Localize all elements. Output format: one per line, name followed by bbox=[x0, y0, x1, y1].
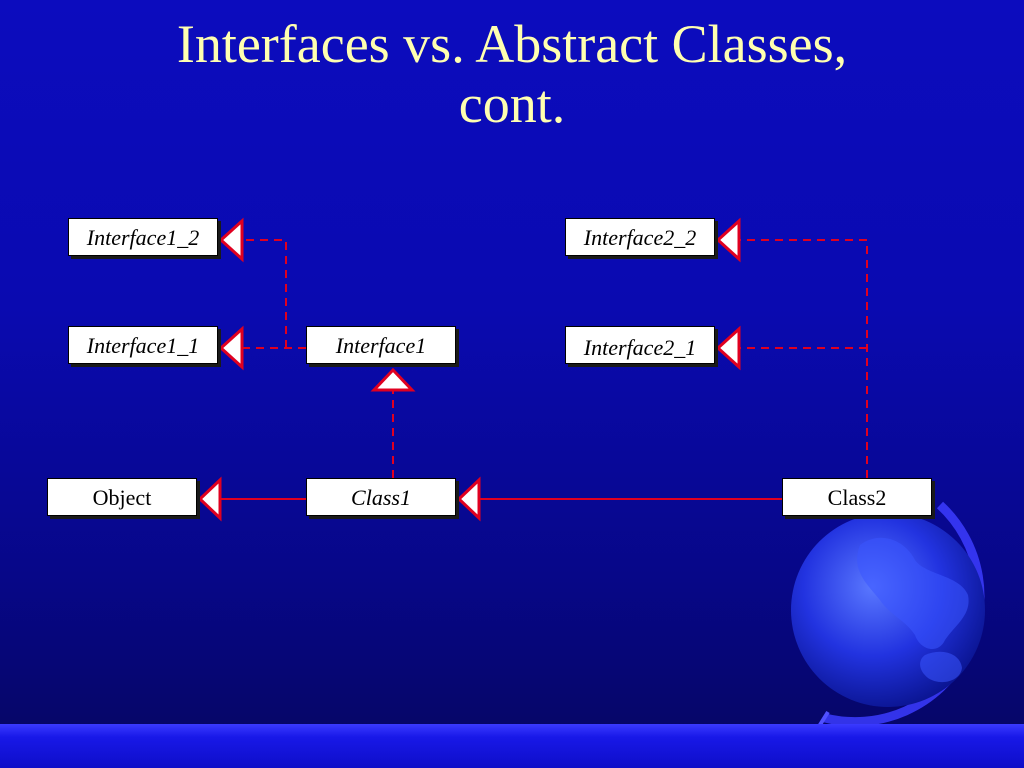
bottom-bar bbox=[0, 724, 1024, 768]
arrowhead-class1 bbox=[456, 476, 481, 522]
node-class2: Class2 bbox=[782, 478, 932, 516]
node-interface1-2: Interface1_2 bbox=[68, 218, 218, 256]
title-line-1: Interfaces vs. Abstract Classes, bbox=[176, 14, 848, 74]
node-interface1-1: Interface1_1 bbox=[68, 326, 218, 364]
arrowhead-interface1 bbox=[370, 367, 416, 392]
arrowhead-interface2-1 bbox=[715, 325, 741, 371]
connector-class2-to-interface2-2 bbox=[739, 239, 868, 478]
arrowhead-interface1-1 bbox=[218, 325, 244, 371]
title-line-2: cont. bbox=[458, 74, 566, 134]
node-interface2-2: Interface2_2 bbox=[565, 218, 715, 256]
arrowhead-object bbox=[197, 476, 222, 522]
node-class1: Class1 bbox=[306, 478, 456, 516]
connector-interface1-to-interface1-2 bbox=[242, 239, 287, 348]
node-interface1: Interface1 bbox=[306, 326, 456, 364]
arrowhead-interface1-2 bbox=[218, 217, 244, 263]
arrowhead-interface2-2 bbox=[715, 217, 741, 263]
slide-title: Interfaces vs. Abstract Classes, cont. bbox=[0, 14, 1024, 134]
node-interface2-1: Interface2_1 bbox=[565, 326, 715, 364]
node-object: Object bbox=[47, 478, 197, 516]
